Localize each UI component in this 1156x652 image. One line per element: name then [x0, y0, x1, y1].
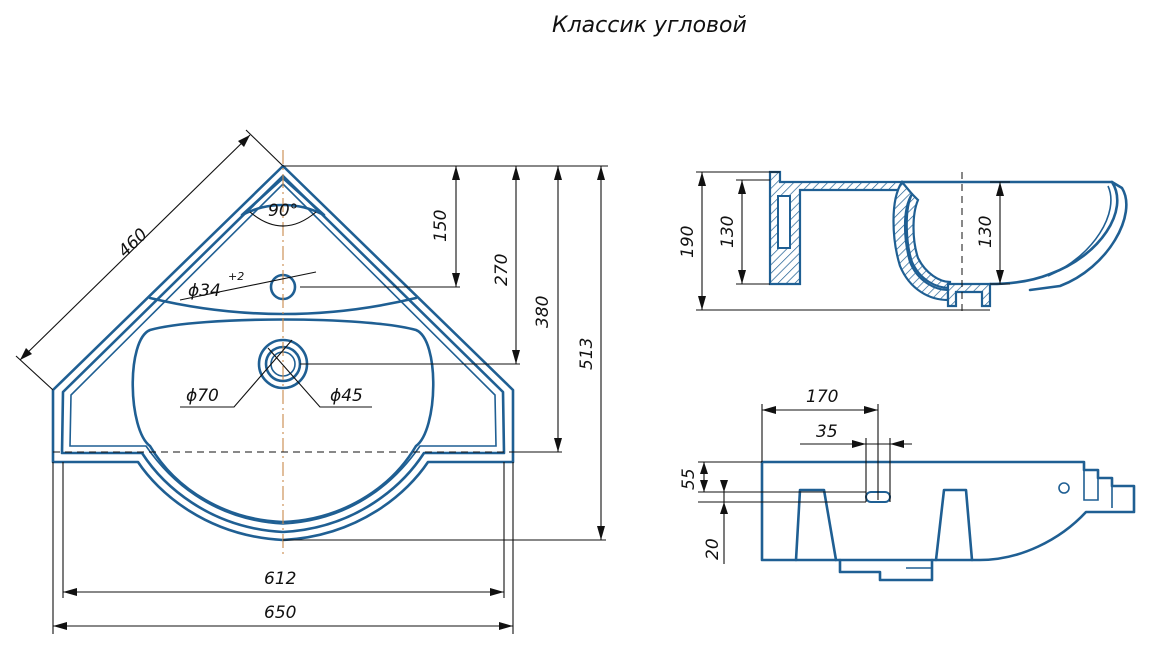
arrow	[738, 270, 746, 284]
arrow	[490, 588, 504, 596]
side-overflow-hole	[1058, 482, 1070, 494]
dim-380-label: 380	[533, 296, 553, 328]
dim-20-label: 20	[703, 538, 723, 560]
arrow	[63, 588, 77, 596]
dim-70-label: ϕ70	[186, 386, 219, 406]
side-view: 170 35 55 20	[679, 387, 1136, 582]
arrow	[700, 462, 708, 474]
section-drain	[946, 282, 992, 308]
basin-rim-outline	[60, 174, 506, 534]
dim-460-extension-top	[245, 129, 284, 167]
arrow	[864, 406, 878, 414]
arrow	[452, 273, 460, 287]
dim-513-label: 513	[577, 338, 597, 370]
dim-34-tolerance: +2	[228, 270, 244, 283]
arrow	[890, 440, 904, 448]
arrow	[238, 135, 250, 147]
side-leg-left	[794, 488, 838, 562]
dim-460-label: 460	[115, 225, 152, 262]
arrow	[20, 348, 32, 360]
dim-70-leader	[180, 339, 293, 408]
section-left-cavity	[777, 195, 791, 249]
dim-45-label: ϕ45	[330, 386, 363, 406]
dim-650-label: 650	[264, 603, 296, 623]
side-leg-right	[934, 488, 974, 562]
arrow	[698, 296, 706, 310]
arrow	[738, 180, 746, 194]
dim-460-line	[19, 134, 251, 361]
dim-angle-label: 90°	[268, 201, 298, 221]
arrow	[720, 480, 728, 492]
dim-170-label: 170	[806, 387, 838, 407]
angle-arc	[249, 211, 317, 227]
dim-150-label: 150	[431, 210, 451, 242]
dim-45-leader	[267, 347, 372, 408]
side-drain-bottom	[838, 558, 934, 582]
section-basin-curve	[900, 180, 1119, 286]
arrow	[720, 502, 728, 514]
arrow	[597, 166, 605, 180]
arrow	[499, 622, 513, 630]
drawing-title: Классик угловой	[552, 13, 747, 38]
arrow	[852, 440, 866, 448]
arrow	[554, 438, 562, 452]
arrow	[996, 270, 1004, 284]
section-view: 190 130 130	[678, 170, 1128, 312]
dim-270-label: 270	[492, 254, 512, 286]
dim-190-label: 190	[678, 226, 698, 258]
arrow	[700, 480, 708, 492]
arrow	[53, 622, 67, 630]
top-view: 90° 460 ϕ34 +2 ϕ70 ϕ45 150 270 380 513	[15, 129, 608, 634]
section-basin-rim	[1028, 180, 1128, 292]
dim-35-label: 35	[816, 422, 838, 442]
side-rim-step	[1083, 470, 1113, 508]
arrow	[452, 166, 460, 180]
arrow	[597, 526, 605, 540]
arrow	[762, 406, 776, 414]
arrow	[996, 182, 1004, 196]
dim-130-right-label: 130	[976, 216, 996, 248]
bowl-outline	[131, 318, 435, 524]
arrow	[512, 350, 520, 364]
arrow	[512, 166, 520, 180]
side-body-outline	[760, 460, 1136, 562]
arrow	[554, 166, 562, 180]
dim-130-left-label: 130	[718, 216, 738, 248]
dim-34-leader	[179, 271, 317, 301]
dim-34-label: ϕ34	[188, 281, 221, 301]
dim-612-label: 612	[264, 569, 296, 589]
dim-55-label: 55	[679, 468, 699, 490]
dim-460-extension-bottom	[15, 355, 54, 391]
section-rim-inner	[1047, 185, 1112, 277]
arrow	[698, 172, 706, 186]
